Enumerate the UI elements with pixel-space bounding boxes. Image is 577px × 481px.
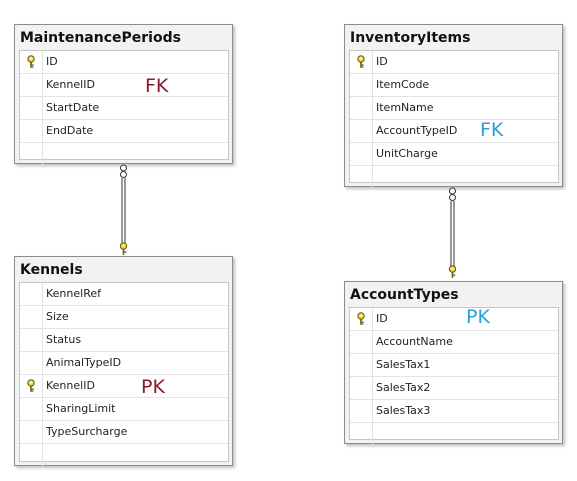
column-row-id[interactable]: ID [350, 51, 558, 74]
row-gutter [20, 444, 43, 467]
column-row-salestax1[interactable]: SalesTax1 [350, 354, 558, 377]
column-row-itemname[interactable]: ItemName [350, 97, 558, 120]
table-inventory-items[interactable]: InventoryItems ID ItemCode ItemName [344, 24, 563, 189]
column-name: KennelRef [46, 287, 101, 300]
column-name: KennelID [46, 379, 95, 392]
column-name: EndDate [46, 124, 94, 137]
table-title: InventoryItems [350, 30, 471, 46]
key-icon [119, 242, 128, 255]
column-grid: ID ItemCode ItemName AccountTypeID UnitC… [349, 50, 559, 189]
column-row-id[interactable]: ID [20, 51, 228, 74]
empty-row [20, 444, 228, 467]
row-gutter [350, 308, 373, 330]
key-icon [357, 312, 365, 325]
relationship-connector-account-types[interactable] [437, 185, 469, 283]
row-gutter [20, 306, 43, 328]
relationship-endpoint-icon [120, 171, 127, 178]
column-grid: ID KennelID StartDate EndDate [19, 50, 229, 166]
column-name: SharingLimit [46, 402, 116, 415]
column-name: ID [376, 312, 388, 325]
table-kennels[interactable]: Kennels KennelRef Size Status AnimalType… [14, 256, 233, 467]
row-gutter [350, 423, 373, 446]
row-gutter [350, 97, 373, 119]
column-row-sharinglimit[interactable]: SharingLimit [20, 398, 228, 421]
table-title: MaintenancePeriods [20, 30, 181, 46]
column-row-kennelref[interactable]: KennelRef [20, 283, 228, 306]
row-gutter [350, 143, 373, 165]
column-name: ItemName [376, 101, 434, 114]
key-icon [357, 55, 365, 68]
column-name: SalesTax1 [376, 358, 431, 371]
column-row-salestax2[interactable]: SalesTax2 [350, 377, 558, 400]
relationship-endpoint-icon [449, 187, 456, 195]
row-gutter [350, 377, 373, 399]
key-icon [448, 265, 457, 278]
table-title: AccountTypes [350, 287, 459, 303]
column-row-status[interactable]: Status [20, 329, 228, 352]
column-row-animaltypeid[interactable]: AnimalTypeID [20, 352, 228, 375]
column-row-startdate[interactable]: StartDate [20, 97, 228, 120]
column-row-enddate[interactable]: EndDate [20, 120, 228, 143]
row-gutter [20, 375, 43, 397]
column-row-salestax3[interactable]: SalesTax3 [350, 400, 558, 423]
row-gutter [20, 421, 43, 443]
row-gutter [20, 120, 43, 142]
row-gutter [20, 97, 43, 119]
column-row-id[interactable]: ID [350, 308, 558, 331]
row-gutter [350, 120, 373, 142]
row-gutter [350, 74, 373, 96]
row-gutter [20, 74, 43, 96]
empty-row [20, 143, 228, 166]
column-name: Status [46, 333, 82, 346]
row-gutter [20, 398, 43, 420]
empty-row [350, 166, 558, 189]
fk-annotation: FK [480, 119, 504, 141]
pk-annotation: PK [466, 306, 490, 328]
relationship-endpoint-icon [449, 194, 456, 201]
column-row-kennelid[interactable]: KennelID [20, 74, 228, 97]
relationship-connector-kennels[interactable] [108, 162, 140, 260]
row-gutter [350, 331, 373, 353]
column-name: ID [46, 55, 58, 68]
row-gutter [350, 354, 373, 376]
column-name: AnimalTypeID [46, 356, 122, 369]
row-gutter [20, 51, 43, 73]
table-title: Kennels [20, 262, 83, 278]
column-name: ID [376, 55, 388, 68]
table-account-types[interactable]: AccountTypes ID AccountName SalesTax1 [344, 281, 563, 446]
column-name: AccountName [376, 335, 453, 348]
column-row-size[interactable]: Size [20, 306, 228, 329]
column-name: SalesTax2 [376, 381, 431, 394]
column-name: SalesTax3 [376, 404, 431, 417]
empty-row [350, 423, 558, 446]
column-row-itemcode[interactable]: ItemCode [350, 74, 558, 97]
column-name: KennelID [46, 78, 95, 91]
column-name: StartDate [46, 101, 100, 114]
table-maintenance-periods[interactable]: MaintenancePeriods ID KennelID StartDate [14, 24, 233, 166]
fk-annotation: FK [145, 75, 169, 97]
column-grid: KennelRef Size Status AnimalTypeID [19, 282, 229, 467]
key-icon [27, 379, 35, 392]
column-grid: ID AccountName SalesTax1 SalesTax2 Sales… [349, 307, 559, 446]
column-row-accountname[interactable]: AccountName [350, 331, 558, 354]
column-name: UnitCharge [376, 147, 438, 160]
pk-annotation: PK [141, 376, 165, 398]
column-row-kennelid[interactable]: KennelID [20, 375, 228, 398]
column-name: Size [46, 310, 69, 323]
column-row-accounttypeid[interactable]: AccountTypeID [350, 120, 558, 143]
row-gutter [350, 51, 373, 73]
column-name: TypeSurcharge [46, 425, 128, 438]
row-gutter [350, 166, 373, 189]
key-icon [27, 55, 35, 68]
row-gutter [20, 143, 43, 166]
column-name: AccountTypeID [376, 124, 458, 137]
relationship-endpoint-icon [120, 164, 127, 172]
column-row-unitcharge[interactable]: UnitCharge [350, 143, 558, 166]
row-gutter [350, 400, 373, 422]
row-gutter [20, 329, 43, 351]
column-row-typesurcharge[interactable]: TypeSurcharge [20, 421, 228, 444]
column-name: ItemCode [376, 78, 430, 91]
row-gutter [20, 283, 43, 305]
row-gutter [20, 352, 43, 374]
